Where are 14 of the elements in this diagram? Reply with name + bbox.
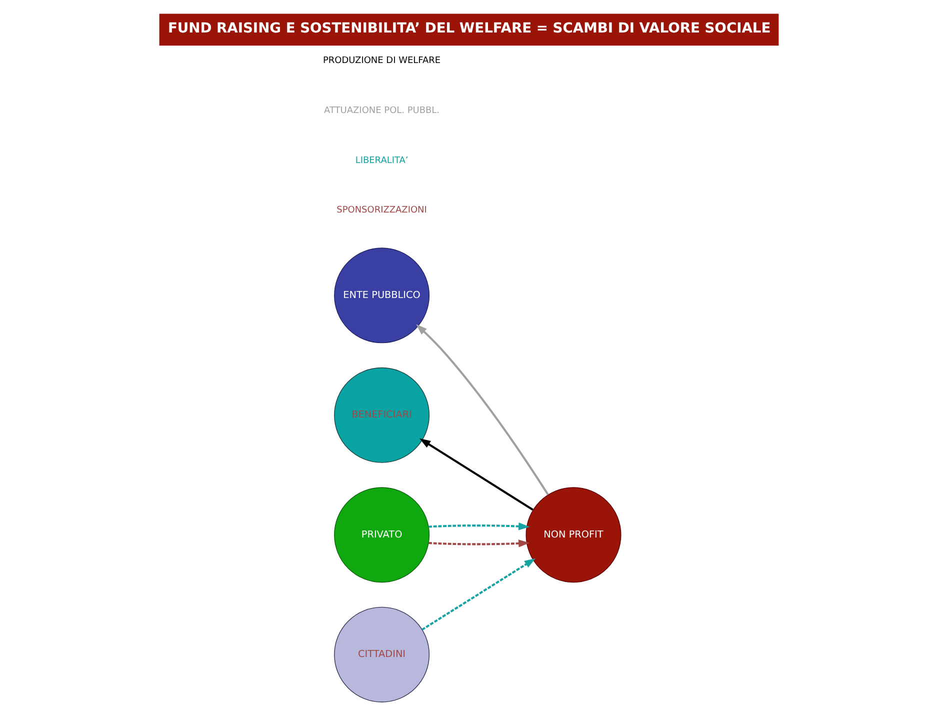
legend-label: SPONSORIZZAZIONI [336, 206, 426, 216]
arrow [421, 558, 536, 631]
node-circle: PRIVATO [334, 487, 430, 583]
legend-label: LIBERALITA’ [354, 156, 408, 166]
legend-label: PRODUZIONE DI WELFARE [322, 56, 440, 66]
arrow [416, 324, 548, 496]
arrow [419, 438, 533, 511]
arrow [428, 522, 530, 530]
arrow [428, 540, 530, 548]
node-circle: ENTE PUBBLICO [334, 248, 430, 344]
node-circle: NON PROFIT [525, 487, 621, 583]
node-circle: CITTADINI [334, 606, 430, 702]
diagram-title: FUND RAISING E SOSTENIBILITA’ DEL WELFARE = SCAMBI DI VALORE SOCIALE [167, 20, 770, 36]
legend-label: ATTUAZIONE POL. PUBBL. [324, 106, 440, 116]
